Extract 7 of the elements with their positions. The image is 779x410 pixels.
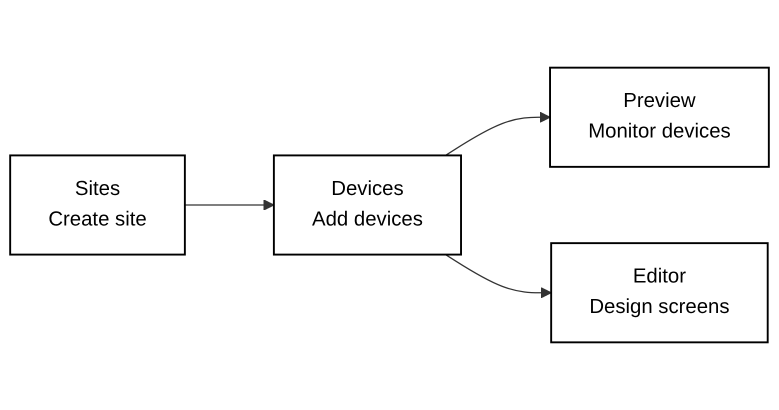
node-box: Preview Monitor devices [549,66,770,168]
node-box: Devices Add devices [272,154,462,256]
node-box: Sites Create site [9,154,186,256]
arrow [445,112,551,156]
arrow [184,199,274,211]
node-box: Editor Design screens [550,242,769,344]
arrow [445,254,552,298]
